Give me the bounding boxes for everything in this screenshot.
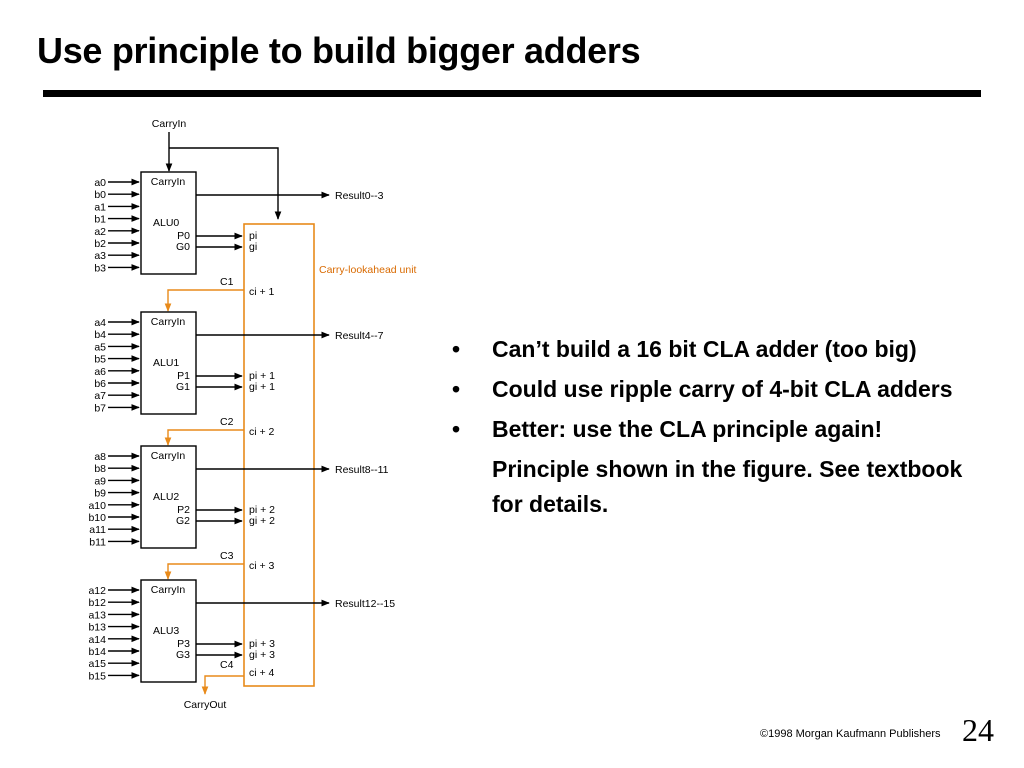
input-label: a13 — [88, 609, 106, 621]
carry-ci-label: ci + 3 — [249, 560, 275, 572]
carry-out-arrow — [164, 429, 244, 446]
alu-box — [140, 579, 197, 683]
carry-out-arrow — [164, 563, 244, 580]
input-label: a0 — [94, 177, 106, 189]
input-label: b10 — [88, 512, 106, 524]
input-label: b3 — [94, 262, 106, 274]
input-label: b14 — [88, 646, 106, 658]
alu-box — [140, 171, 197, 275]
alu-g-label: G3 — [176, 649, 190, 661]
alu-p-label: P3 — [177, 638, 190, 650]
result-label: Result0--3 — [335, 190, 384, 202]
carry-out-arrow — [164, 289, 244, 312]
alu-box — [140, 311, 197, 415]
carry-c-label: C3 — [220, 550, 234, 562]
bullet-text: Could use ripple carry of 4-bit CLA adde… — [492, 376, 953, 402]
slide-title: Use principle to build bigger adders — [37, 30, 641, 71]
input-label: b2 — [94, 238, 106, 250]
result-label: Result8--11 — [335, 464, 389, 476]
carry-c-label: C2 — [220, 416, 234, 428]
alu-g-label: G0 — [176, 241, 190, 253]
input-label: b5 — [94, 354, 106, 366]
input-label: b0 — [94, 189, 106, 201]
input-label: b9 — [94, 488, 106, 500]
bullet-item: • Could use ripple carry of 4-bit CLA add… — [452, 372, 992, 407]
input-label: a15 — [88, 658, 106, 670]
copyright-text: ©1998 Morgan Kaufmann Publishers — [760, 728, 941, 740]
bullet-marker: • — [452, 336, 461, 362]
cla-g-input-label: gi — [249, 241, 257, 253]
bullet-list: • Can’t build a 16 bit CLA adder (too big… — [452, 332, 992, 527]
alu-carry-in-label: CarryIn — [151, 584, 186, 596]
alu-carry-in-label: CarryIn — [151, 176, 186, 188]
carry-out-label: CarryOut — [184, 699, 227, 711]
input-label: b15 — [88, 670, 106, 682]
cla-unit-label: Carry-lookahead unit — [319, 264, 417, 276]
cla-unit-box — [243, 223, 315, 687]
input-label: a11 — [89, 524, 106, 536]
carry-out-arrow — [201, 675, 244, 695]
input-label: b6 — [94, 378, 106, 390]
input-label: b1 — [94, 214, 106, 226]
input-label: a7 — [94, 390, 106, 402]
cla-p-input-label: pi + 1 — [249, 370, 275, 382]
alu-carry-in-label: CarryIn — [151, 450, 186, 462]
top-carry-in-label: CarryIn — [152, 118, 187, 130]
carry-ci-label: ci + 2 — [249, 426, 275, 438]
bullet-text: Can’t build a 16 bit CLA adder (too big) — [492, 336, 917, 362]
alu-p-label: P1 — [177, 370, 190, 382]
cla-p-input-label: pi — [249, 230, 257, 242]
cla-p-input-label: pi + 2 — [249, 504, 275, 516]
input-label: b13 — [88, 622, 106, 634]
carry-ci-label: ci + 1 — [249, 286, 275, 298]
alu-p-label: P0 — [177, 230, 190, 242]
carry-c-label: C1 — [220, 276, 234, 288]
input-label: b4 — [94, 329, 106, 341]
bullet-marker: • — [452, 416, 461, 442]
alu-p-label: P2 — [177, 504, 190, 516]
alu-name-label: ALU2 — [153, 491, 179, 503]
input-label: a9 — [94, 475, 106, 487]
input-label: b11 — [89, 536, 106, 548]
input-label: a5 — [94, 341, 106, 353]
alu-g-label: G1 — [176, 381, 190, 393]
alu-name-label: ALU3 — [153, 625, 179, 637]
input-label: b12 — [88, 597, 106, 609]
cla-g-input-label: gi + 3 — [249, 649, 275, 661]
carry-ci-label: ci + 4 — [249, 667, 275, 679]
alu-box — [140, 445, 197, 549]
top-carry-to-cla-arrow — [169, 147, 282, 220]
result-label: Result4--7 — [335, 330, 384, 342]
input-label: a10 — [88, 500, 106, 512]
input-label: a3 — [94, 250, 106, 262]
input-label: a2 — [94, 226, 106, 238]
input-label: a4 — [94, 317, 106, 329]
input-label: b7 — [94, 402, 106, 414]
input-label: a8 — [94, 451, 106, 463]
bullet-item: • Better: use the CLA principle again! — [452, 412, 992, 447]
carry-c-label: C4 — [220, 659, 234, 671]
input-label: b8 — [94, 463, 106, 475]
bullet-text: Principle shown in the figure. See textb… — [492, 456, 963, 517]
bullet-marker: • — [452, 376, 461, 402]
input-label: a14 — [88, 634, 106, 646]
bullet-item: Principle shown in the figure. See textb… — [452, 452, 992, 522]
alu-carry-in-label: CarryIn — [151, 316, 186, 328]
cla-g-input-label: gi + 2 — [249, 515, 275, 527]
title-rule — [43, 90, 981, 97]
input-label: a12 — [88, 585, 106, 597]
page-number: 24 — [962, 712, 994, 748]
cla-g-input-label: gi + 1 — [249, 381, 275, 393]
input-label: a6 — [94, 366, 106, 378]
alu-name-label: ALU1 — [153, 357, 179, 369]
result-label: Result12--15 — [335, 598, 395, 610]
bullet-item: • Can’t build a 16 bit CLA adder (too big… — [452, 332, 992, 367]
input-label: a1 — [94, 201, 106, 213]
bullet-text: Better: use the CLA principle again! — [492, 416, 883, 442]
alu-g-label: G2 — [176, 515, 190, 527]
alu-name-label: ALU0 — [153, 217, 179, 229]
cla-p-input-label: pi + 3 — [249, 638, 275, 650]
